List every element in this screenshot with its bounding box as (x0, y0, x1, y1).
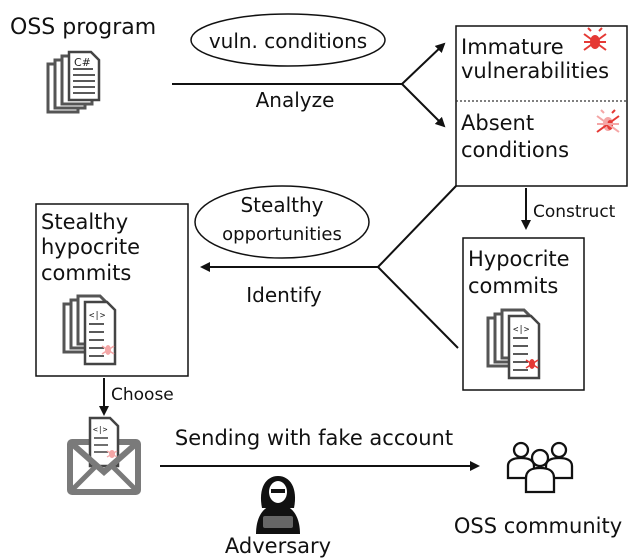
community-icon (506, 441, 574, 494)
bug-icon (583, 27, 607, 51)
vulnerability-box (455, 25, 628, 187)
bug-icon (101, 345, 115, 355)
adversary-label: Adversary (225, 534, 331, 558)
envelope-icon: <|> (67, 416, 141, 495)
patch-label: <|> (513, 325, 530, 335)
bug-icon (525, 359, 539, 369)
patch-label: <|> (93, 425, 108, 434)
immature-label-line2: vulnerabilities (461, 59, 609, 83)
absent-label-line2: conditions (461, 138, 569, 162)
hypocrite-patch-files-icon: <|> (486, 308, 541, 380)
hypocrite-label-line2: commits (468, 274, 558, 298)
absent-label-line1: Absent (461, 111, 534, 135)
vuln-conditions-label: vuln. conditions (209, 29, 367, 53)
construct-label: Construct (533, 202, 616, 222)
identify-label: Identify (246, 283, 322, 307)
choose-label: Choose (111, 385, 174, 405)
stealthy-commits-line2: hypocrite (41, 235, 140, 259)
stealthy-commits-line1: Stealthy (41, 210, 128, 234)
stealthy-opportunities-ellipse (194, 185, 370, 259)
identify-branch-upper (377, 185, 457, 268)
oss-program-label: OSS program (10, 15, 156, 40)
oss-community-label: OSS community (454, 514, 622, 538)
vuln-conditions-ellipse (190, 13, 386, 67)
stealthy-opportunities-line2: opportunities (222, 224, 342, 245)
analyze-arrow-up (401, 42, 446, 85)
source-files-icon: C# (46, 50, 101, 114)
analyze-label: Analyze (256, 88, 335, 112)
sending-label: Sending with fake account (175, 426, 453, 450)
csharp-label: C# (74, 56, 91, 69)
stealthy-commits-line3: commits (41, 261, 131, 285)
stealthy-patch-files-icon: <|> (62, 294, 117, 366)
patch-label: <|> (89, 311, 106, 321)
analyze-arrow-down (401, 83, 446, 128)
immature-label-line1: Immature (461, 35, 564, 59)
identify-branch-lower (377, 266, 459, 349)
adversary-icon (256, 476, 300, 534)
stealthy-opportunities-line1: Stealthy (240, 193, 323, 217)
hypocrite-label-line1: Hypocrite (468, 247, 570, 271)
bug-icon (596, 109, 620, 133)
